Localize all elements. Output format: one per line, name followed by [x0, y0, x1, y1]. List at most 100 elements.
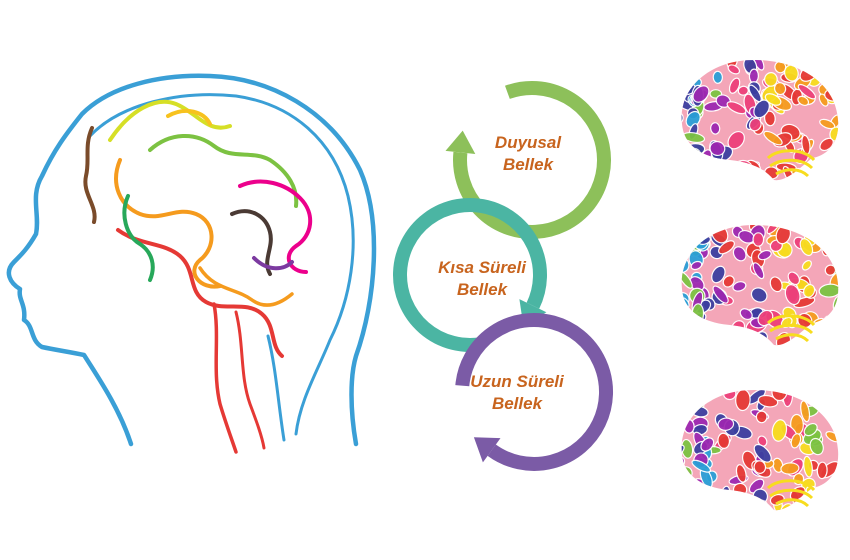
stage-label-line1: Kısa Süreli: [438, 258, 526, 277]
brain-cell: [691, 494, 706, 511]
brain-cell: [690, 260, 703, 271]
brain-cell: [681, 225, 694, 238]
brain-cell: [722, 390, 737, 401]
brain-cell: [711, 265, 726, 284]
neck-blue: [266, 334, 286, 442]
brain-cell: [681, 225, 692, 233]
brain-cell: [700, 437, 715, 452]
squiggle-green: [148, 133, 299, 208]
brain-cell: [693, 390, 715, 395]
brain-cell: [824, 87, 839, 102]
brain-cell: [822, 390, 838, 400]
stage-label-short-term-memory: Kısa Süreli Bellek: [412, 257, 552, 301]
brain-cell: [809, 437, 824, 456]
brain-cell: [799, 225, 813, 237]
head-inner-outline: [88, 93, 355, 436]
brain-cell: [714, 225, 730, 229]
brain-cell: [689, 162, 706, 180]
brain-column: [681, 60, 839, 511]
brain-cell: [681, 75, 693, 84]
brain-cell: [794, 390, 812, 395]
brain-cell: [717, 489, 732, 506]
brain-cell: [832, 71, 839, 86]
stage-label-line2: Bellek: [491, 394, 543, 413]
brain-cell: [728, 326, 743, 341]
stage-label-line1: Duyusal: [494, 133, 562, 152]
stage-label-line2: Bellek: [502, 155, 554, 174]
brain-cell: [753, 504, 770, 511]
brain-cell: [833, 406, 839, 422]
squiggle-purple: [252, 256, 294, 271]
brain-cerebellum: [766, 479, 816, 508]
brain-cell: [802, 390, 817, 400]
brain-cell: [789, 341, 800, 346]
stage-label-line1: Uzun Süreli: [470, 372, 564, 391]
brain-cell: [804, 342, 821, 346]
brain-cell: [824, 339, 839, 346]
cycle-arrowhead-3: [473, 437, 501, 463]
brain-cell: [682, 166, 701, 181]
brain-cell: [799, 238, 814, 257]
brain-cell: [784, 64, 799, 82]
squiggle-brown: [83, 126, 97, 224]
squiggle-red: [116, 228, 284, 358]
brain-cell: [687, 501, 701, 511]
brain-cell: [687, 390, 699, 402]
brain-cell: [712, 285, 729, 304]
brain-cell: [735, 464, 747, 483]
brain-cell: [717, 500, 729, 511]
brain-cell: [835, 306, 839, 327]
brain-cell: [773, 82, 787, 96]
brain-cell: [737, 85, 749, 96]
brain-cell: [726, 101, 747, 115]
brain-cell: [691, 390, 707, 401]
brain-cell: [819, 137, 834, 152]
brain-cell: [756, 331, 768, 343]
brain-cell: [732, 281, 747, 292]
brain-cell: [710, 122, 721, 135]
brain-cell: [681, 493, 695, 506]
brain-cell: [695, 390, 711, 397]
brain-cerebellum: [766, 314, 816, 343]
brain-cell: [833, 225, 839, 232]
brain-cell: [728, 77, 741, 94]
brain-cell: [825, 482, 839, 501]
colorful-brain-3: [681, 390, 839, 511]
brain-cell: [742, 504, 757, 511]
brain-cell: [727, 130, 745, 150]
brain-cell: [797, 95, 810, 107]
squiggle-darkgreen: [122, 194, 155, 282]
brain-cell: [757, 394, 779, 408]
squiggle-orange: [114, 158, 222, 289]
brain-cell: [739, 308, 753, 321]
brain-cell: [797, 83, 817, 100]
brain-cell: [681, 271, 693, 289]
brain-cell: [763, 72, 778, 87]
brain-cell: [691, 492, 706, 503]
brain-cell: [816, 461, 828, 480]
brain-cell: [681, 111, 684, 125]
brain-cell: [690, 390, 708, 396]
brain-cell: [790, 433, 802, 449]
colorful-brain-1: [681, 60, 839, 181]
brain-cell: [733, 159, 753, 176]
brain-cell: [764, 93, 782, 106]
brain-cell: [819, 230, 838, 242]
brain-cell: [732, 498, 750, 511]
brain-cell: [830, 151, 839, 166]
brain-stem-red-2: [234, 310, 266, 450]
brain-cell: [750, 287, 768, 303]
brain-cell: [735, 390, 751, 412]
memory-cycle: [393, 81, 613, 471]
cycle-ring-arc-3: [455, 312, 613, 471]
brain-cell: [751, 499, 769, 511]
brain-cell: [753, 502, 768, 511]
brain-cell: [682, 143, 706, 157]
brain-cell: [812, 492, 829, 506]
brain-cell: [717, 432, 731, 449]
brain-cell: [709, 140, 726, 157]
brain-cell: [697, 390, 718, 393]
stage-label-long-term-memory: Uzun Süreli Bellek: [452, 371, 582, 415]
brain-cell: [831, 60, 839, 73]
